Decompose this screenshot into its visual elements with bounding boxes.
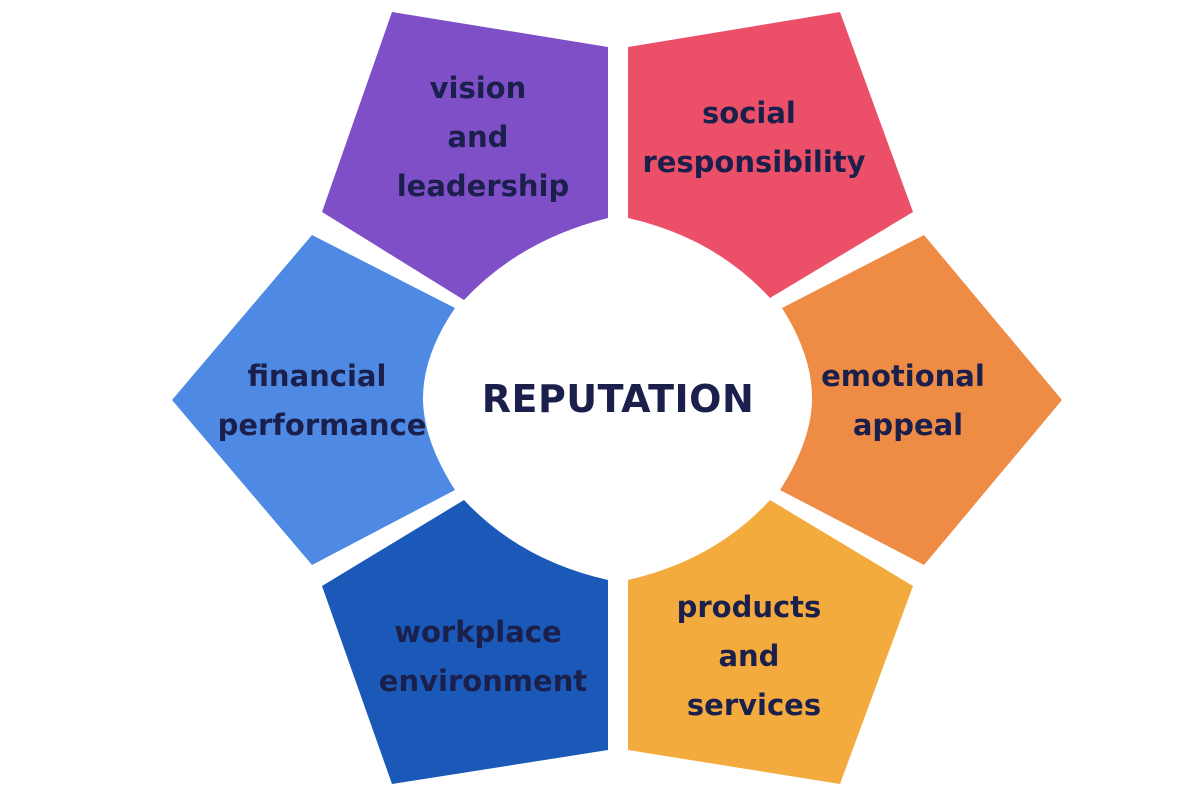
segment-label-products-line-3: services <box>687 688 821 722</box>
segment-label-products-line-2: and <box>718 639 779 673</box>
segment-emotional-appeal: emotional appeal <box>780 235 1062 565</box>
segment-vision-and-leadership: vision and leadership <box>322 12 608 300</box>
segment-label-vision: vision and leadership <box>397 71 570 203</box>
segment-label-financial: financial performance <box>218 359 427 442</box>
segment-social-responsibility: social responsibility <box>628 12 913 298</box>
segment-label-vision-line-1: vision <box>430 71 527 105</box>
segment-shape-emotional <box>780 235 1062 565</box>
segment-products-and-services: products and services <box>628 500 913 784</box>
segment-label-emotional-line-1: emotional <box>821 359 985 393</box>
segment-label-financial-line-1: financial <box>247 359 386 393</box>
segment-label-vision-line-3: leadership <box>397 169 570 203</box>
segment-shape-products <box>628 500 913 784</box>
segment-financial-performance: financial performance <box>172 235 455 565</box>
segment-workplace-environment: workplace environment <box>322 500 608 784</box>
segment-label-products: products and services <box>677 590 832 722</box>
segment-label-workplace-line-1: workplace <box>394 615 561 649</box>
segment-label-workplace-line-2: environment <box>379 664 588 698</box>
segment-label-vision-line-2: and <box>447 120 508 154</box>
segment-label-emotional: emotional appeal <box>821 359 995 442</box>
segment-shape-vision <box>322 12 608 300</box>
segment-shape-financial <box>172 235 455 565</box>
segment-label-financial-line-2: performance <box>218 408 427 442</box>
segment-label-social: social responsibility <box>642 96 865 179</box>
segment-label-social-line-2: responsibility <box>642 145 865 179</box>
center-circle <box>450 230 786 566</box>
segment-label-workplace: workplace environment <box>379 615 588 698</box>
center-label: REPUTATION <box>482 377 755 421</box>
segment-shape-social <box>628 12 913 298</box>
segment-label-social-line-1: social <box>702 96 796 130</box>
segment-shape-workplace <box>322 500 608 784</box>
segment-label-emotional-line-2: appeal <box>853 408 963 442</box>
segment-label-products-line-1: products <box>677 590 822 624</box>
